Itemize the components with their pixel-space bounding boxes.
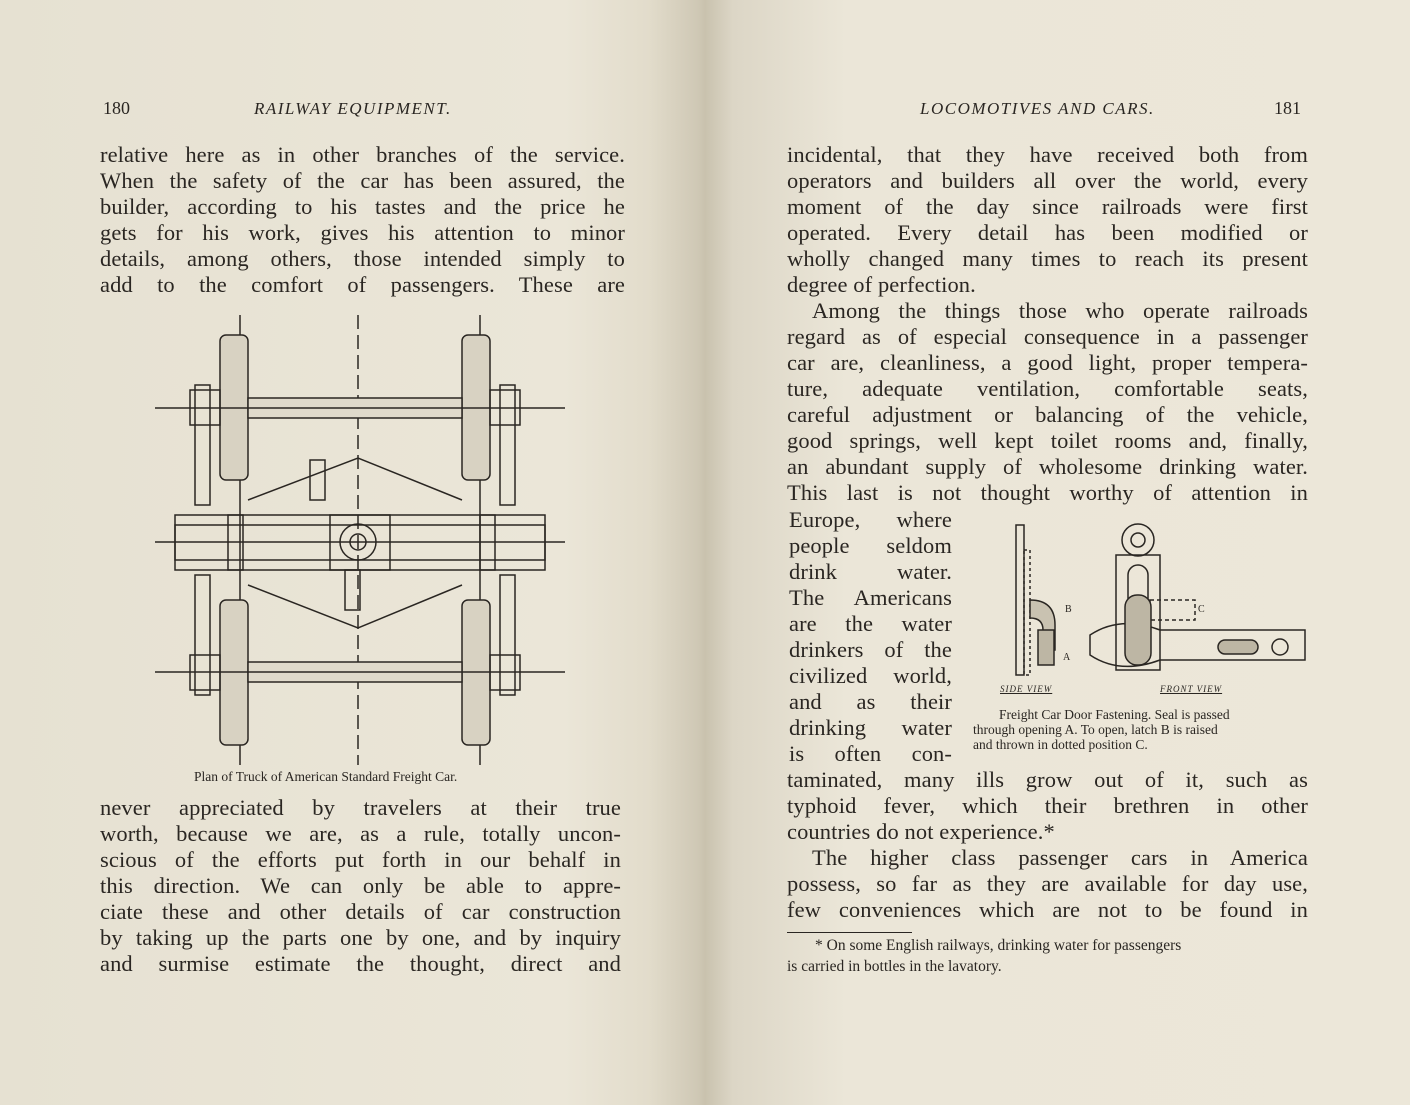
door-fastening-figure (1015, 523, 1306, 676)
text-line: few conveniences which are not to be fou… (787, 897, 1308, 922)
running-head: RAILWAY EQUIPMENT. (254, 99, 452, 118)
text-line: builder, according to his tastes and the… (100, 194, 625, 219)
text-line: Europe, where (789, 507, 952, 532)
text-line: drinking water (789, 715, 952, 740)
page-number: 180 (103, 98, 130, 118)
text-line: typhoid fever, which their brethren in o… (787, 793, 1308, 818)
figure-caption-line: Freight Car Door Fastening. Seal is pass… (999, 707, 1230, 722)
text-line: The Americans (789, 585, 952, 610)
text-line: people seldom (789, 533, 952, 558)
text-line: car are, cleanliness, a good light, prop… (787, 350, 1308, 375)
label-c: C (1198, 604, 1205, 615)
running-head: LOCOMOTIVES AND CARS. (920, 99, 1155, 118)
text-line: careful adjustment or balancing of the v… (787, 402, 1308, 427)
figure-caption: Plan of Truck of American Standard Freig… (194, 769, 458, 784)
text-line: worth, because we are, as a rule, totall… (100, 821, 621, 846)
text-line: never appreciated by travelers at their … (100, 795, 621, 820)
text-line: operated. Every detail has been modified… (787, 220, 1308, 245)
text-line: operators and builders all over the worl… (787, 168, 1308, 193)
text-line: regard as of especial consequence in a p… (787, 324, 1308, 349)
text-line: This last is not thought worthy of atten… (787, 480, 1308, 505)
text-line: The higher class passenger cars in Ameri… (812, 845, 1308, 870)
page-number: 181 (1274, 98, 1301, 118)
text-line: and surmise estimate the thought, direct… (100, 951, 621, 976)
figure-caption-line: through opening A. To open, latch B is r… (973, 722, 1218, 737)
text-line: degree of perfection. (787, 272, 976, 297)
label-b: B (1065, 604, 1072, 615)
text-line: taminated, many ills grow out of it, suc… (787, 767, 1308, 792)
text-line: moment of the day since railroads were f… (787, 194, 1308, 219)
text-line: are the water (789, 611, 952, 636)
text-line: add to the comfort of passengers. These … (100, 272, 625, 297)
text-line: When the safety of the car has been assu… (100, 168, 625, 193)
text-line: this direction. We can only be able to a… (100, 873, 621, 898)
footnote-rule (787, 932, 912, 933)
text-line: civilized world, (789, 663, 952, 688)
text-line: relative here as in other branches of th… (100, 142, 625, 167)
text-line: drinkers of the (789, 637, 952, 662)
figure-caption-line: and thrown in dotted position C. (973, 737, 1148, 752)
truck-plan-figure (155, 315, 565, 765)
text-line: Among the things those who operate railr… (812, 298, 1308, 323)
front-view-label: FRONT VIEW (1160, 684, 1223, 694)
footnote-line: is carried in bottles in the lavatory. (787, 958, 1002, 975)
text-line: details, among others, those intended si… (100, 246, 625, 271)
text-line: ture, adequate ventilation, comfortable … (787, 376, 1308, 401)
text-line: by taking up the parts one by one, and b… (100, 925, 621, 950)
text-line: ciate these and other details of car con… (100, 899, 621, 924)
text-line: countries do not experience.* (787, 819, 1055, 844)
text-line: possess, so far as they are available fo… (787, 871, 1308, 896)
label-a: A (1063, 652, 1071, 663)
footnote-line: * On some English railways, drinking wat… (815, 937, 1182, 954)
text-line: an abundant supply of wholesome drinking… (787, 454, 1308, 479)
text-line: is often con- (789, 741, 952, 766)
text-line: gets for his work, gives his attention t… (100, 220, 625, 245)
text-line: drink water. (789, 559, 952, 584)
text-line: good springs, well kept toilet rooms and… (787, 428, 1308, 453)
text-line: scious of the efforts put forth in our b… (100, 847, 621, 872)
side-view-label: SIDE VIEW (1000, 684, 1053, 694)
text-line: wholly changed many times to reach its p… (787, 246, 1308, 271)
text-line: incidental, that they have received both… (787, 142, 1308, 167)
text-line: and as their (789, 689, 952, 714)
